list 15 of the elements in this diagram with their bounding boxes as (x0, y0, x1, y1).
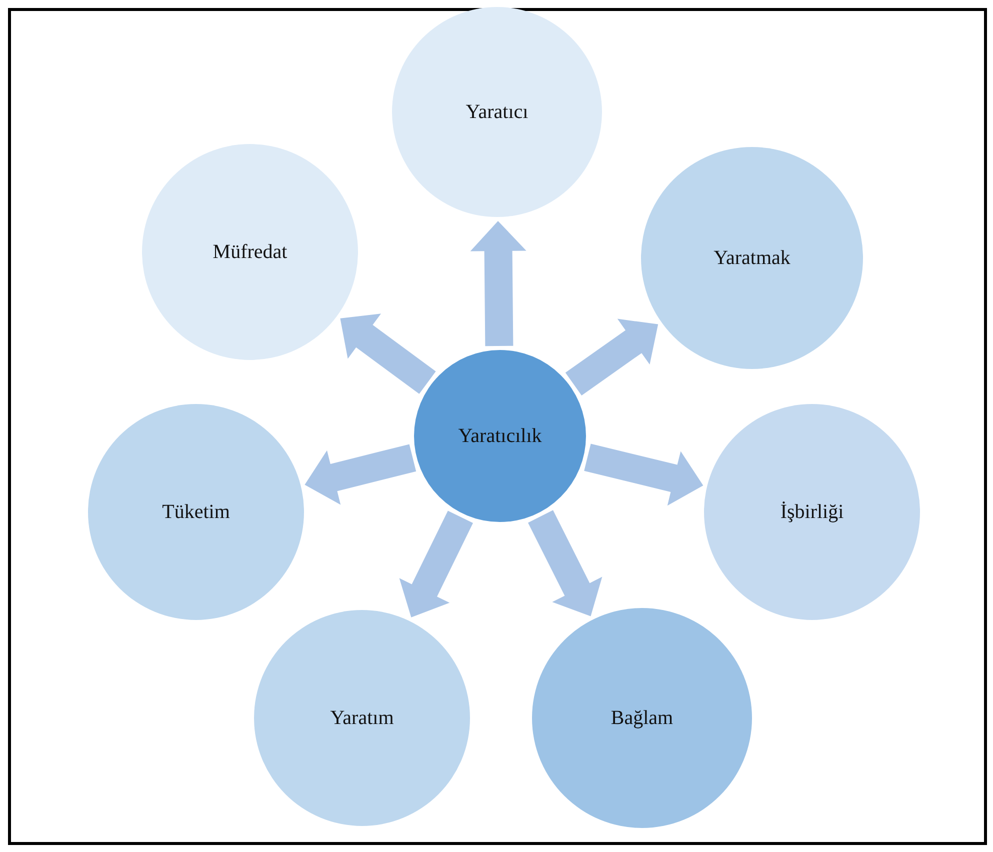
block-arrow (470, 221, 526, 346)
block-arrow (584, 444, 704, 506)
node-label: Yaratmak (714, 246, 790, 270)
block-arrow (528, 510, 602, 616)
node-label: Yaratıcı (466, 100, 528, 124)
block-arrow (340, 314, 436, 394)
block-arrow (565, 318, 658, 396)
block-arrow (304, 444, 416, 505)
node-label: İşbirliği (780, 500, 844, 524)
node-label: Bağlam (610, 706, 674, 730)
node-label: Müfredat (212, 240, 288, 264)
node-label: Yaratım (330, 706, 394, 730)
node-label: Yaratıcılık (458, 424, 542, 448)
node-label: Tüketim (162, 500, 230, 524)
block-arrow (399, 510, 473, 618)
